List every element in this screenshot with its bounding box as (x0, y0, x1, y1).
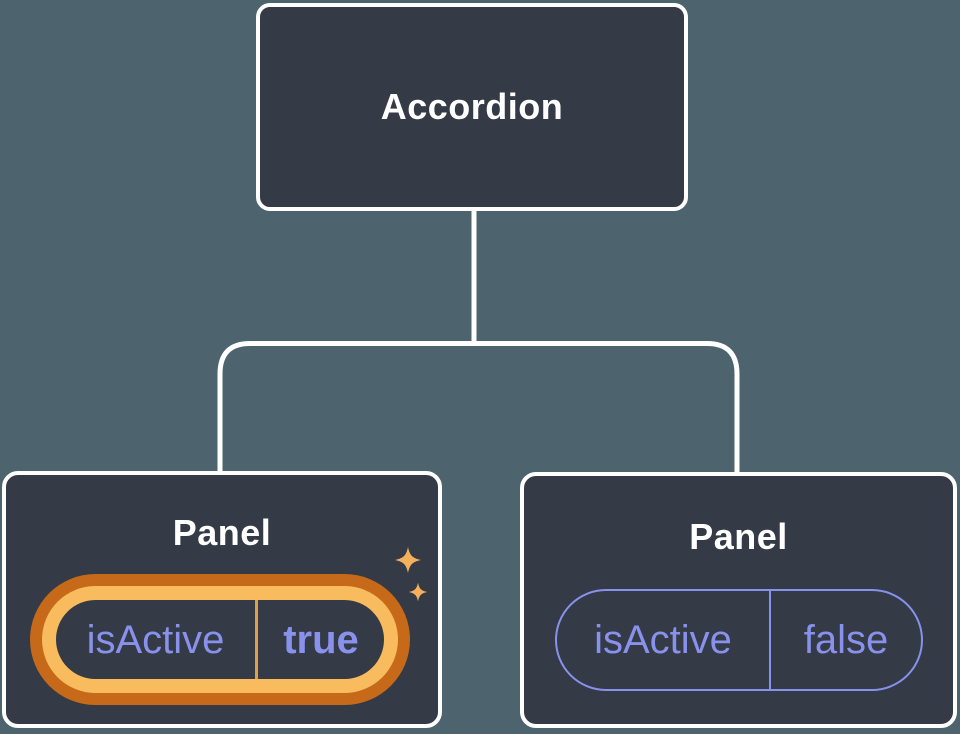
sparkle-icon (395, 547, 421, 573)
panel-node-label: Panel (689, 516, 788, 557)
panel-node-label: Panel (172, 512, 272, 553)
prop-value-label: true (283, 617, 359, 662)
prop-name-label: isActive (86, 617, 225, 662)
prop-value-cell: true (258, 600, 384, 679)
prop-name-cell: isActive (557, 591, 769, 689)
prop-pill-highlight-ring: isActive true (30, 574, 410, 705)
pill-divider (255, 600, 258, 679)
connector-branch (217, 341, 740, 472)
prop-pill-active: isActive true (56, 600, 384, 679)
accordion-node-label: Accordion (380, 86, 564, 127)
prop-pill-highlight-ring-inner: isActive true (42, 586, 398, 693)
panel-node-active: Panel isActive true (2, 471, 442, 728)
prop-value-cell: false (771, 591, 921, 689)
prop-value-label: false (803, 618, 889, 662)
prop-pill-inactive: isActive false (555, 589, 923, 691)
accordion-node: Accordion (256, 3, 688, 211)
panel-node-inactive: Panel isActive false (520, 472, 957, 728)
sparkle-icon (408, 582, 428, 602)
prop-name-cell: isActive (56, 600, 255, 679)
pill-divider (769, 591, 771, 689)
prop-name-label: isActive (594, 618, 732, 662)
